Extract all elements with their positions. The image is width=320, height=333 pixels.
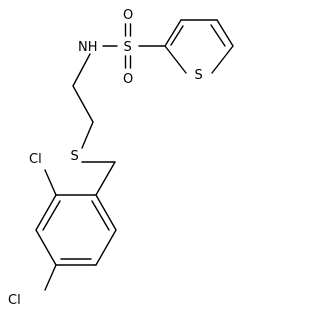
atom-cl-para: Cl: [8, 293, 21, 308]
atom-thioether-s: S: [71, 149, 79, 164]
atom-nh: NH: [78, 40, 98, 55]
atom-sulfonyl-o-top: O: [123, 8, 133, 23]
atom-sulfonyl-s: S: [124, 40, 132, 55]
atom-sulfonyl-o-bottom: O: [123, 72, 133, 87]
atom-cl-ortho: Cl: [29, 152, 42, 167]
bond-lines: [35, 19, 234, 291]
atom-labels: NH S O O S S Cl Cl: [8, 8, 203, 308]
chemical-structure: NH S O O S S Cl Cl: [8, 8, 234, 308]
atom-thiophene-s: S: [195, 68, 203, 83]
